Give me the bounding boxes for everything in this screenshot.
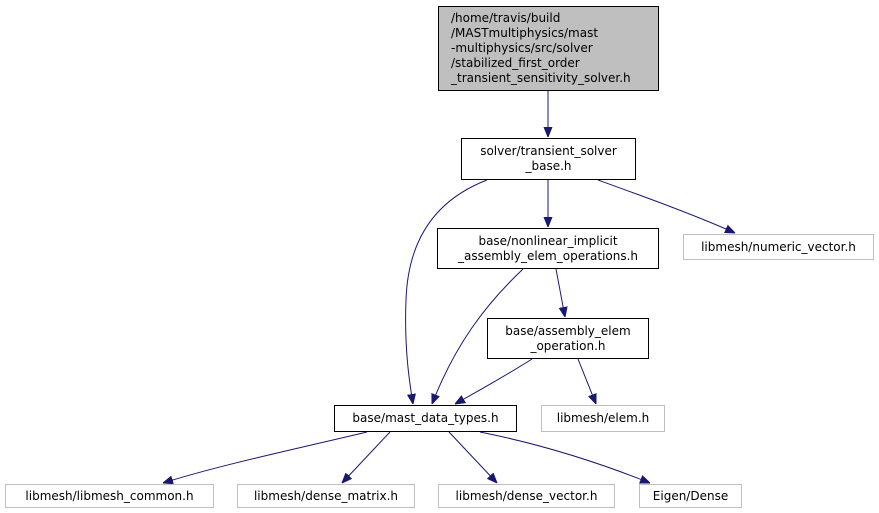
node-label-line: libmesh/dense_matrix.h	[253, 488, 399, 503]
node-transient-solver-base-h[interactable]: solver/transient_solver _base.h	[461, 138, 636, 180]
node-label-line: base/assembly_elem	[505, 323, 631, 338]
node-assembly-elem-operation-h[interactable]: base/assembly_elem _operation.h	[487, 318, 649, 359]
node-label-line: libmesh/libmesh_common.h	[25, 488, 194, 503]
edge-mast-data-types-to-dense-matrix	[342, 431, 391, 483]
node-label-line: solver/transient_solver	[480, 144, 617, 158]
node-libmesh-dense-matrix-h: libmesh/dense_matrix.h	[237, 484, 415, 508]
node-label-line: _base.h	[525, 159, 572, 173]
edge-nonlinear-implicit-to-mast-data-types	[432, 268, 524, 404]
node-label-line: _operation.h	[530, 338, 606, 353]
node-label-line: base/mast_data_types.h	[352, 411, 499, 425]
edge-mast-data-types-to-dense-vector	[448, 431, 497, 483]
node-label-line: _transient_sensitivity_solver.h	[451, 71, 631, 85]
node-mast-data-types-h[interactable]: base/mast_data_types.h	[334, 405, 517, 432]
edge-nonlinear-implicit-to-assembly-elem-operation	[555, 268, 565, 317]
node-label-line: /MASTmultiphysics/mast	[451, 26, 599, 40]
edge-mast-data-types-to-libmesh-common	[163, 431, 368, 483]
edge-transient-solver-base-to-mast-data-types	[405, 179, 488, 404]
node-label-line: Eigen/Dense	[652, 488, 729, 503]
node-label-line: /home/travis/build	[451, 11, 561, 25]
node-libmesh-elem-h: libmesh/elem.h	[541, 405, 665, 432]
node-label-line: libmesh/numeric_vector.h	[701, 239, 856, 254]
node-label-line: base/nonlinear_implicit	[478, 233, 618, 248]
node-label-line: /stabilized_first_order	[451, 56, 580, 70]
node-label-line: libmesh/dense_vector.h	[455, 488, 598, 503]
node-libmesh-dense-vector-h: libmesh/dense_vector.h	[438, 484, 615, 508]
node-libmesh-numeric-vector-h: libmesh/numeric_vector.h	[683, 234, 874, 260]
edge-transient-solver-base-to-numeric-vector	[597, 179, 735, 233]
node-nonlinear-implicit-assembly-elem-operations-h[interactable]: base/nonlinear_implicit _assembly_elem_o…	[437, 228, 659, 269]
node-libmesh-libmesh-common-h: libmesh/libmesh_common.h	[5, 484, 214, 508]
node-label-line: _assembly_elem_operations.h	[457, 248, 639, 263]
node-eigen-dense: Eigen/Dense	[639, 484, 742, 508]
node-stabilized-first-order-transient-sensitivity-solver-h: /home/travis/build /MASTmultiphysics/mas…	[438, 6, 659, 91]
node-label-line: -multiphysics/src/solver	[451, 41, 593, 55]
edge-mast-data-types-to-eigen-dense	[479, 431, 650, 483]
edge-layer	[163, 91, 735, 483]
edge-assembly-elem-operation-to-mast-data-types	[455, 358, 533, 404]
node-label-line: libmesh/elem.h	[556, 411, 650, 425]
edge-assembly-elem-operation-to-elem	[577, 358, 596, 404]
